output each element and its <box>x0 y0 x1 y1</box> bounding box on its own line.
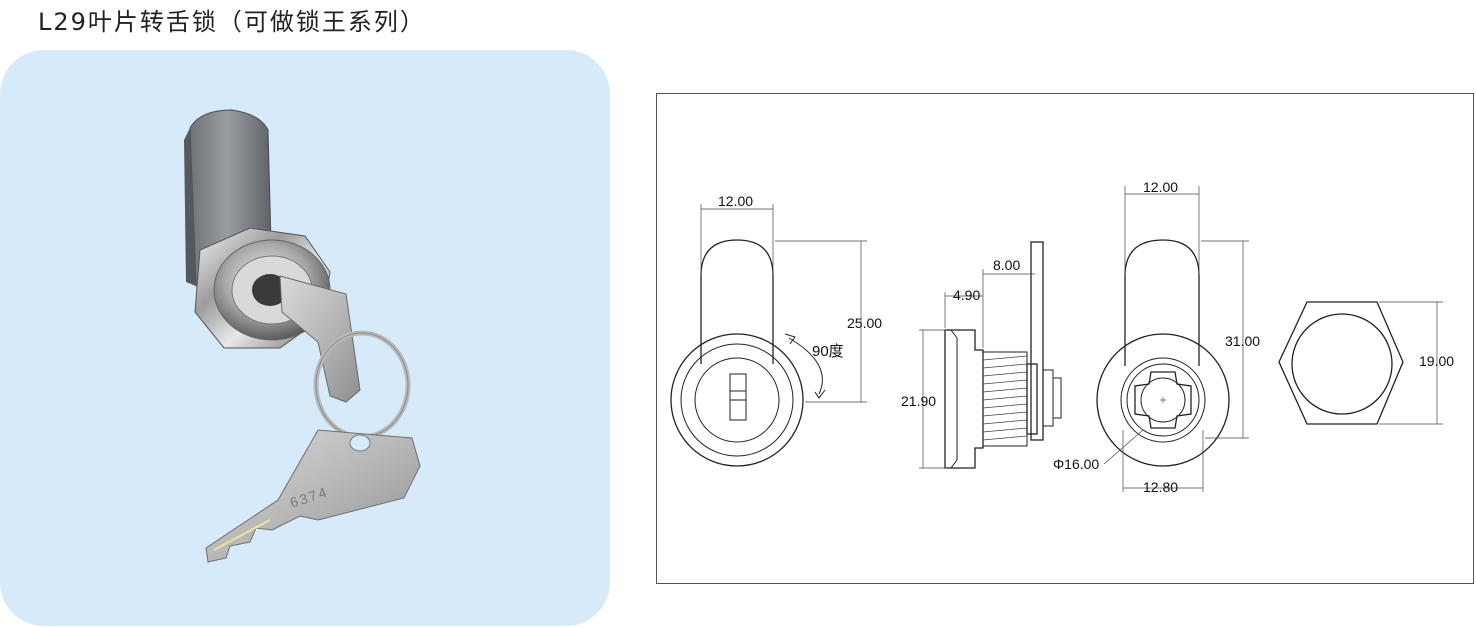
technical-drawing-frame: 12.00 25.00 90度 <box>656 93 1474 584</box>
dim-nut-height: 19.00 <box>1419 353 1454 369</box>
dim-rear-width: 12.00 <box>1143 179 1178 195</box>
dim-rear-inner-width: 12.80 <box>1143 479 1178 495</box>
product-photo-panel: 6374 <box>0 50 610 626</box>
side-view: 8.00 4.90 21.90 <box>901 241 1062 469</box>
technical-drawing: 12.00 25.00 90度 <box>670 179 1454 495</box>
dim-side-height: 21.90 <box>901 393 936 409</box>
front-view: 12.00 25.00 90度 <box>670 193 882 467</box>
page-title: L29叶片转舌锁（可做锁王系列） <box>38 8 426 36</box>
dim-rear-diameter: Φ16.00 <box>1053 456 1099 472</box>
inserted-key <box>279 275 361 403</box>
cam-blade-edge <box>184 128 196 286</box>
cam-lock-photo: 6374 <box>184 109 421 563</box>
dim-front-height: 25.00 <box>847 315 882 331</box>
hex-nut-view: 19.00 <box>1278 301 1454 425</box>
dim-rear-height: 31.00 <box>1225 333 1260 349</box>
dim-side-offset-b: 4.90 <box>953 287 980 303</box>
rotation-label: 90度 <box>812 343 844 360</box>
rear-view: 12.00 31.00 Φ16.00 12.80 <box>1053 179 1260 495</box>
dim-front-width: 12.00 <box>718 193 753 209</box>
dim-side-offset-a: 8.00 <box>993 257 1020 273</box>
